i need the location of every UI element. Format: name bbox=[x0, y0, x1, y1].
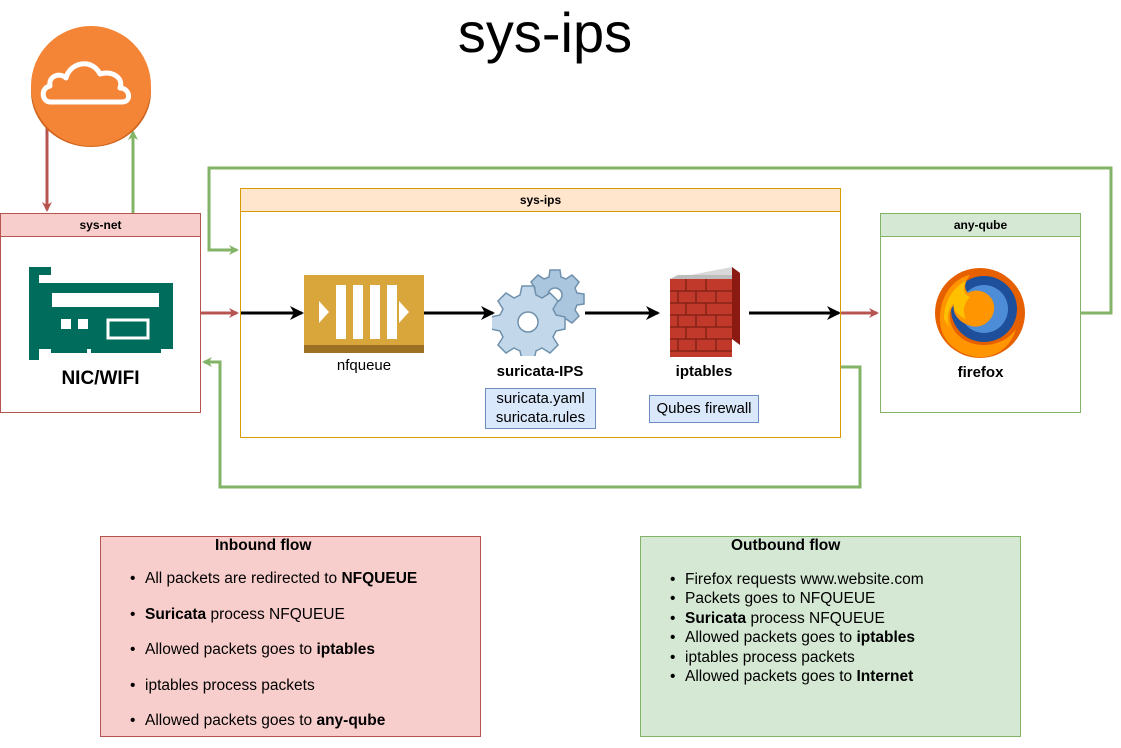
inbound-title: Inbound flow bbox=[215, 537, 312, 554]
cloud-icon bbox=[31, 26, 151, 147]
iptables-label: iptables bbox=[675, 363, 733, 380]
page-title: sys-ips bbox=[457, 1, 633, 64]
sys-net-header: sys-net bbox=[1, 214, 200, 237]
inbound-item: Suricata process NFQUEUE bbox=[130, 606, 417, 642]
suricata-config-note: suricata.yaml suricata.rules bbox=[485, 388, 596, 429]
outbound-item: Allowed packets goes to Internet bbox=[670, 668, 924, 687]
qube-to-ips-loop bbox=[207, 166, 1113, 315]
iptables-note: Qubes firewall bbox=[649, 395, 759, 423]
nfqueue-label: nfqueue bbox=[336, 357, 392, 374]
outbound-item: Firefox requests www.website.com bbox=[670, 571, 924, 590]
sys-net-box: sys-net bbox=[0, 213, 201, 413]
outbound-item: Suricata process NFQUEUE bbox=[670, 610, 924, 629]
inbound-item: iptables process packets bbox=[130, 677, 417, 713]
any-qube-box: any-qube bbox=[880, 213, 1081, 413]
outbound-item: Allowed packets goes to iptables bbox=[670, 629, 924, 648]
outbound-item: Packets goes to NFQUEUE bbox=[670, 590, 924, 609]
ips-to-nic-loop bbox=[202, 357, 862, 489]
outbound-title: Outbound flow bbox=[731, 537, 841, 554]
inbound-flow-panel: Inbound flow All packets are redirected … bbox=[100, 536, 481, 737]
outbound-flow-panel: Outbound flow Firefox requests www.websi… bbox=[640, 536, 1021, 737]
inbound-item: Allowed packets goes to iptables bbox=[130, 641, 417, 677]
inbound-item: Allowed packets goes to any-qube bbox=[130, 712, 417, 748]
suricata-label: suricata-IPS bbox=[496, 363, 584, 380]
suricata-rules-text: suricata.rules bbox=[495, 409, 586, 426]
any-qube-header: any-qube bbox=[881, 214, 1080, 237]
outbound-item: iptables process packets bbox=[670, 649, 924, 668]
inbound-list: All packets are redirected to NFQUEUE Su… bbox=[101, 570, 417, 748]
firewall-icon bbox=[670, 267, 740, 357]
suricata-yaml-text: suricata.yaml bbox=[496, 390, 585, 407]
outbound-list: Firefox requests www.website.com Packets… bbox=[641, 571, 924, 687]
nic-label: NIC/WIFI bbox=[61, 368, 140, 389]
inbound-item: All packets are redirected to NFQUEUE bbox=[130, 570, 417, 606]
firefox-icon bbox=[935, 268, 1025, 358]
firefox-label: firefox bbox=[957, 364, 1004, 381]
queue-icon bbox=[304, 275, 424, 353]
sys-ips-header: sys-ips bbox=[241, 189, 840, 212]
gears-icon bbox=[492, 269, 585, 356]
sys-ips-box: sys-ips bbox=[240, 188, 841, 438]
network-card-icon bbox=[29, 267, 173, 360]
